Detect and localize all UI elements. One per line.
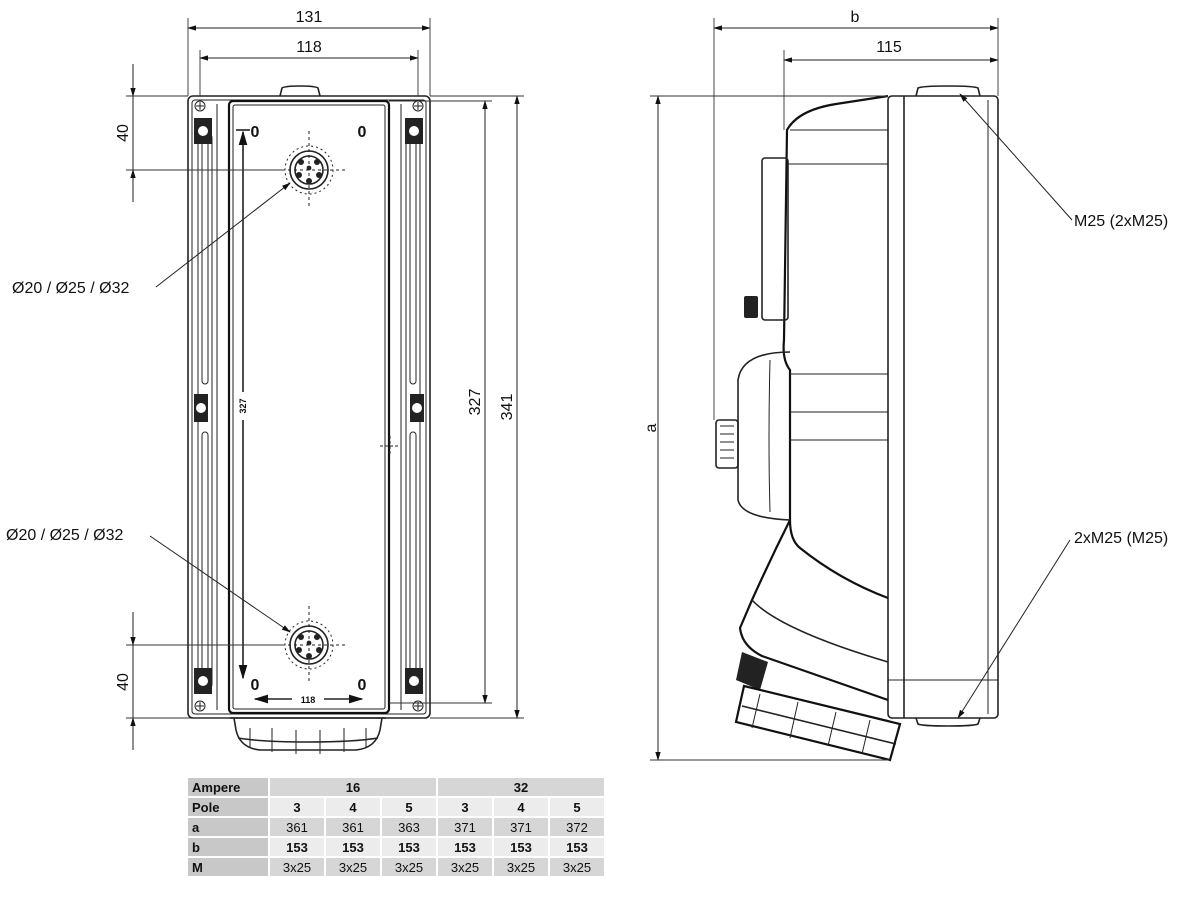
table-cell: 5 <box>550 798 604 816</box>
dimension-bottom-offset: 40 <box>115 673 132 691</box>
spec-table: Ampere 16 32 Pole 3 4 5 3 4 5 a 361 361 … <box>186 776 606 878</box>
dimension-depth-body: 115 <box>876 39 902 56</box>
corner-mark: 0 <box>358 677 367 694</box>
table-row: a 361 361 363 371 371 372 <box>188 818 604 836</box>
socket-icon <box>270 606 348 684</box>
dimension-depth-overall: b <box>851 9 860 26</box>
table-row: b 153 153 153 153 153 153 <box>188 838 604 856</box>
table-row: M 3x25 3x25 3x25 3x25 3x25 3x25 <box>188 858 604 876</box>
table-cell: 4 <box>326 798 380 816</box>
row-header-b: b <box>188 838 268 856</box>
table-cell: 3x25 <box>438 858 492 876</box>
corner-mark: 0 <box>251 124 260 141</box>
table-cell: 153 <box>494 838 548 856</box>
callout-bottom-socket: Ø20 / Ø25 / Ø32 <box>6 527 124 544</box>
table-cell: 361 <box>270 818 324 836</box>
table-cell: 3 <box>438 798 492 816</box>
plug-ring-icon <box>230 717 386 754</box>
table-cell: 153 <box>326 838 380 856</box>
table-cell: 4 <box>494 798 548 816</box>
table-cell: 361 <box>326 818 380 836</box>
row-header-m: M <box>188 858 268 876</box>
dimension-height-inner: 327 <box>467 389 484 416</box>
screw-icon <box>194 100 424 712</box>
dimension-top-offset: 40 <box>115 124 132 142</box>
table-row: Ampere 16 32 <box>188 778 604 796</box>
inner-height-marking: 327 <box>238 398 248 413</box>
corner-mark: 0 <box>251 677 260 694</box>
table-cell: 32 <box>438 778 604 796</box>
callout-top-socket: Ø20 / Ø25 / Ø32 <box>12 280 130 297</box>
table-cell: 3x25 <box>382 858 436 876</box>
callout-gland-bottom: 2xM25 (M25) <box>1074 530 1168 547</box>
dimension-height-a: a <box>643 423 660 432</box>
row-header-ampere: Ampere <box>188 778 268 796</box>
table-cell: 153 <box>550 838 604 856</box>
table-cell: 371 <box>494 818 548 836</box>
front-view: 327 118 0 0 0 0 131 118 40 <box>6 9 524 754</box>
table-row: Pole 3 4 5 3 4 5 <box>188 798 604 816</box>
table-cell: 3x25 <box>270 858 324 876</box>
table-cell: 3x25 <box>550 858 604 876</box>
callout-gland-top: M25 (2xM25) <box>1074 213 1168 230</box>
table-cell: 16 <box>270 778 436 796</box>
side-view: b 115 a M25 (2xM25) 2xM25 (M25) <box>643 9 1168 762</box>
table-cell: 153 <box>270 838 324 856</box>
table-cell: 372 <box>550 818 604 836</box>
plug-barrel-icon <box>734 684 902 762</box>
inner-width-marking: 118 <box>301 695 316 705</box>
dimension-width-overall: 131 <box>296 9 323 26</box>
dimension-height-overall: 341 <box>499 394 516 421</box>
table-cell: 3 <box>270 798 324 816</box>
table-cell: 3x25 <box>494 858 548 876</box>
table-cell: 3x25 <box>326 858 380 876</box>
row-header-a: a <box>188 818 268 836</box>
corner-mark: 0 <box>358 124 367 141</box>
table-cell: 371 <box>438 818 492 836</box>
mounting-lug-icon <box>194 118 424 694</box>
row-header-pole: Pole <box>188 798 268 816</box>
table-cell: 153 <box>438 838 492 856</box>
table-cell: 5 <box>382 798 436 816</box>
table-cell: 363 <box>382 818 436 836</box>
table-cell: 153 <box>382 838 436 856</box>
dimension-width-inner: 118 <box>296 39 322 56</box>
